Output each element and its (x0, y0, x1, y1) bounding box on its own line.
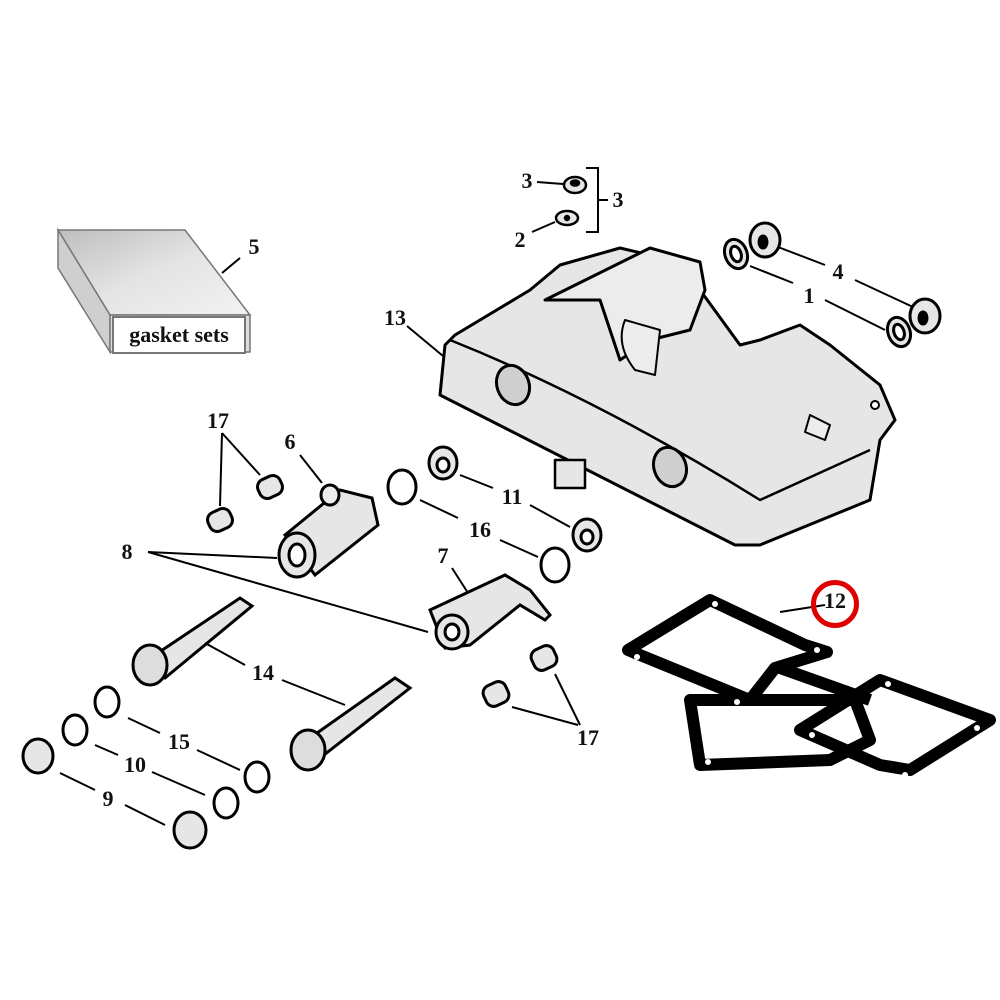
rocker-arm-7-graphic (428, 567, 553, 651)
callout-12: 12 (824, 588, 846, 613)
callout-17-lower: 17 (577, 725, 599, 750)
rocker-shafts-14-graphic (131, 596, 413, 772)
rocker-cover-gasket-12-graphic (622, 594, 996, 776)
rocker-box-cover-graphic (438, 246, 897, 547)
callout-15: 15 (168, 729, 190, 754)
callout-3-kit: 3 (612, 187, 624, 212)
nut-and-washer-graphic (531, 167, 608, 233)
callout-5: 5 (248, 234, 260, 259)
highlight-ring (811, 580, 859, 628)
callout-13: 13 (384, 305, 406, 330)
callout-10: 10 (124, 752, 146, 777)
callout-14: 14 (252, 660, 274, 685)
seals-and-washers-graphic (386, 445, 603, 584)
callout-7: 7 (437, 543, 449, 568)
callout-9: 9 (102, 786, 114, 811)
bushings-17-upper-graphic (206, 432, 284, 534)
callout-3-nut: 3 (521, 168, 533, 193)
callout-16: 16 (469, 517, 491, 542)
acorn-nuts-and-washers-graphic (722, 221, 942, 349)
gasket-sets-label: gasket sets (112, 316, 246, 354)
callout-8: 8 (121, 539, 133, 564)
callout-1: 1 (803, 283, 815, 308)
callout-6: 6 (284, 429, 296, 454)
rocker-arm-6-graphic (277, 454, 380, 579)
bushings-17-lower-graphic (481, 644, 581, 726)
callout-2: 2 (514, 227, 526, 252)
callout-4: 4 (832, 259, 844, 284)
gasket-bolt-holes (634, 601, 980, 778)
callout-17-upper: 17 (207, 408, 229, 433)
orings-gaskets-caps-graphic (21, 685, 271, 850)
callout-11: 11 (501, 484, 523, 509)
